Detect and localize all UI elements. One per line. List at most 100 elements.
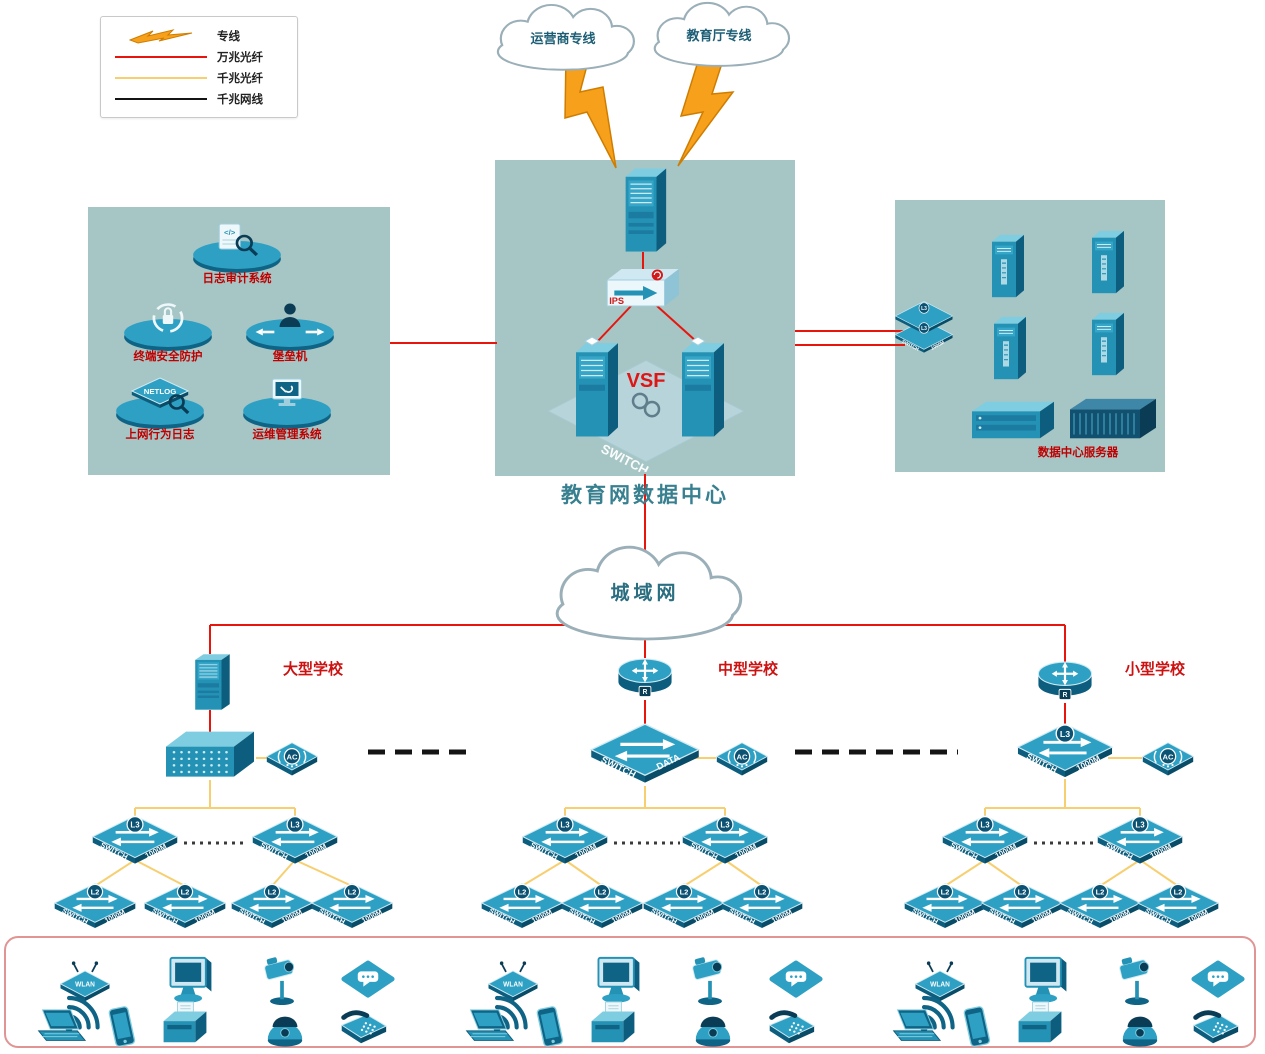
large-school-label: 大型学校 xyxy=(283,661,344,678)
svg-text:L3: L3 xyxy=(720,821,730,830)
im-device xyxy=(341,960,395,1000)
svg-text:L2: L2 xyxy=(518,888,527,897)
log-audit-system-icon: </> 日志审计系统 xyxy=(190,218,284,285)
education-line-label: 教育厅专线 xyxy=(686,28,752,44)
small-school-router: R xyxy=(1034,655,1096,705)
svg-text:L2: L2 xyxy=(268,888,277,897)
im-device xyxy=(769,960,823,1000)
cloud-icon xyxy=(496,3,635,71)
legend: 专线 万兆光纤 千兆光纤 千兆网线 xyxy=(100,16,298,118)
yellow-line-icon xyxy=(111,76,211,79)
dome-camera xyxy=(263,1008,307,1048)
ip-camera xyxy=(259,950,305,1006)
svg-text:</>: </> xyxy=(224,228,236,237)
desktop-pc xyxy=(591,954,645,1006)
legend-label: 千兆网线 xyxy=(217,93,263,106)
laptop xyxy=(28,1008,88,1050)
svg-text:L2: L2 xyxy=(758,888,767,897)
im-device xyxy=(1191,960,1245,1000)
legend-row-10g-fiber: 万兆光纤 xyxy=(111,46,287,67)
black-line-icon xyxy=(111,97,211,100)
rack-server xyxy=(1084,226,1128,300)
desktop-pc xyxy=(1018,954,1072,1006)
datacenter-title: 教育网数据中心 xyxy=(561,484,729,507)
large-school-ac: AC xyxy=(265,740,319,780)
svg-text:L3: L3 xyxy=(921,306,927,312)
svg-text:L2: L2 xyxy=(1096,888,1105,897)
svg-text:L3: L3 xyxy=(130,821,140,830)
svg-text:L3: L3 xyxy=(980,821,990,830)
wlan-ap: WLAN xyxy=(485,960,541,1004)
dome-camera xyxy=(691,1008,735,1048)
laptop xyxy=(883,1008,943,1050)
education-line-cloud: 教育厅专线 xyxy=(640,0,798,70)
small-school-label: 小型学校 xyxy=(1125,661,1186,678)
storage-array xyxy=(966,396,1058,444)
svg-text:L2: L2 xyxy=(1174,888,1183,897)
log-audit-system-icon-label: 日志审计系统 xyxy=(202,273,272,285)
lightning-bolt-icon xyxy=(111,28,211,44)
small-school-ac: AC xyxy=(1141,740,1195,780)
ops-management-icon: 运维管理系统 xyxy=(240,374,334,441)
svg-text:L3: L3 xyxy=(290,821,300,830)
ops-management-icon-label: 运维管理系统 xyxy=(252,429,322,441)
bastion-host-icon: 堡垒机 xyxy=(243,296,337,363)
desk-phone xyxy=(1186,1006,1242,1050)
legend-row-dedicated-line: 专线 xyxy=(111,25,287,46)
carrier-line-cloud: 运营商专线 xyxy=(483,2,643,74)
desk-phone xyxy=(334,1006,390,1050)
svg-text:R: R xyxy=(1063,692,1068,699)
bastion-host-icon-label: 堡垒机 xyxy=(272,351,308,363)
svg-text:WLAN: WLAN xyxy=(75,981,95,988)
medium-school-router: R xyxy=(614,652,676,702)
terminal-security-icon: 终端安全防护 xyxy=(121,296,215,363)
ips-device: IPS xyxy=(601,264,685,316)
lightning-bolt xyxy=(677,54,735,167)
svg-text:L2: L2 xyxy=(598,888,607,897)
rack-server xyxy=(986,312,1030,386)
svg-text:L3: L3 xyxy=(921,326,927,332)
printer xyxy=(586,1000,640,1048)
smartphone xyxy=(105,1004,139,1050)
svg-text:NETLOG: NETLOG xyxy=(144,387,177,396)
cloud-icon xyxy=(555,545,743,641)
dome-camera xyxy=(1118,1008,1162,1048)
wlan-ap: WLAN xyxy=(912,960,968,1004)
red-line-icon xyxy=(111,55,211,58)
svg-text:IPS: IPS xyxy=(609,296,624,306)
svg-text:AC: AC xyxy=(286,753,297,762)
printer xyxy=(158,1000,212,1048)
medium-school-ac: AC xyxy=(715,740,769,780)
svg-text:L2: L2 xyxy=(181,888,190,897)
laptop xyxy=(456,1008,516,1050)
svg-text:WLAN: WLAN xyxy=(930,981,950,988)
smartphone xyxy=(533,1004,567,1050)
metro-network-cloud: 城域网 xyxy=(537,543,753,645)
svg-text:L3: L3 xyxy=(560,821,570,830)
svg-text:AC: AC xyxy=(736,753,747,762)
legend-row-1g-fiber: 千兆光纤 xyxy=(111,67,287,88)
blade-chassis xyxy=(1064,394,1160,446)
vsf-core-switch-cluster: SWITCH VSF xyxy=(536,334,756,472)
firewall-gateway xyxy=(616,162,670,258)
legend-label: 专线 xyxy=(217,30,240,43)
ip-camera xyxy=(687,950,733,1006)
svg-text:L3: L3 xyxy=(1060,729,1070,739)
smartphone xyxy=(960,1004,994,1050)
